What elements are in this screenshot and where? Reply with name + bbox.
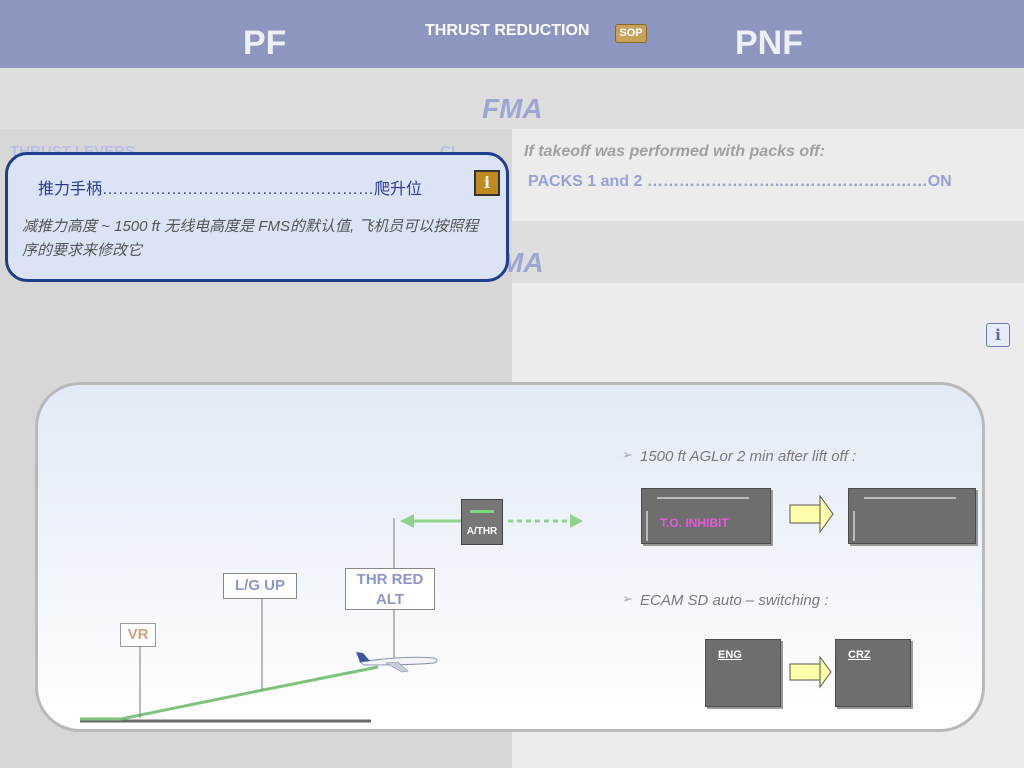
to-inhibit-text: T.O. INHIBIT [660, 516, 729, 530]
info-popup: 推力手柄……………………………………………爬升位 i 减推力高度 ~ 1500 … [5, 152, 509, 282]
pnf-title: PNF [735, 24, 803, 62]
bullet-ecam-sd: ECAM SD auto – switching : [640, 592, 829, 609]
thrust-reduction-diagram: VR L/G UP THR RED ALT A/THR ➢ 1500 ft AG… [35, 382, 985, 732]
page-title: THRUST REDUCTION [425, 22, 590, 39]
diagram-graphics [80, 494, 834, 723]
sd-crz-label: CRZ [848, 649, 871, 661]
athr-label: A/THR [466, 526, 498, 537]
ewd-line [864, 497, 956, 499]
popup-thrust-lever-line: 推力手柄……………………………………………爬升位 [38, 181, 423, 198]
sd-screen-crz: CRZ [835, 639, 911, 707]
info-icon[interactable]: i [986, 323, 1010, 347]
popup-body-text: 减推力高度 ~ 1500 ft 无线电高度是 FMS的默认值, 飞机员可以按照程… [22, 218, 479, 259]
fma-heading: FMA [482, 93, 543, 124]
pf-title: PF [243, 24, 287, 62]
ewd-edge [646, 511, 648, 541]
fma-band-bottom [512, 221, 1024, 283]
packs-note: If takeoff was performed with packs off: [524, 143, 825, 160]
sd-arrow-icon [789, 663, 821, 681]
aircraft-icon [356, 652, 438, 673]
ewd-screen-after [848, 488, 976, 544]
athr-button[interactable]: A/THR [461, 499, 503, 545]
ewd-line [657, 497, 749, 499]
sd-screen-eng: ENG [705, 639, 781, 707]
bullet-arrow-icon: ➢ [622, 447, 633, 462]
thr-red-alt-label: THR RED ALT [345, 568, 435, 610]
vr-label: VR [120, 623, 156, 647]
bullet-1500ft: 1500 ft AGLor 2 min after lift off : [640, 448, 857, 465]
fma-band-top [0, 68, 1024, 129]
sop-button[interactable]: SOP [615, 24, 647, 43]
ewd-screen-before: T.O. INHIBIT [641, 488, 771, 544]
bullet-arrow-icon: ➢ [622, 591, 633, 606]
athr-light-icon [470, 510, 494, 513]
athr-arrow-right-head [570, 514, 583, 528]
ewd-edge [853, 511, 855, 541]
athr-arrow-left-head [400, 514, 414, 528]
lg-up-label: L/G UP [223, 573, 297, 599]
sd-eng-label: ENG [718, 649, 742, 661]
packs-line: PACKS 1 and 2 ……………………..………………………ON [528, 173, 952, 190]
flight-path [80, 665, 379, 721]
ewd-arrow-icon [789, 504, 821, 524]
info-icon[interactable]: i [474, 170, 500, 196]
